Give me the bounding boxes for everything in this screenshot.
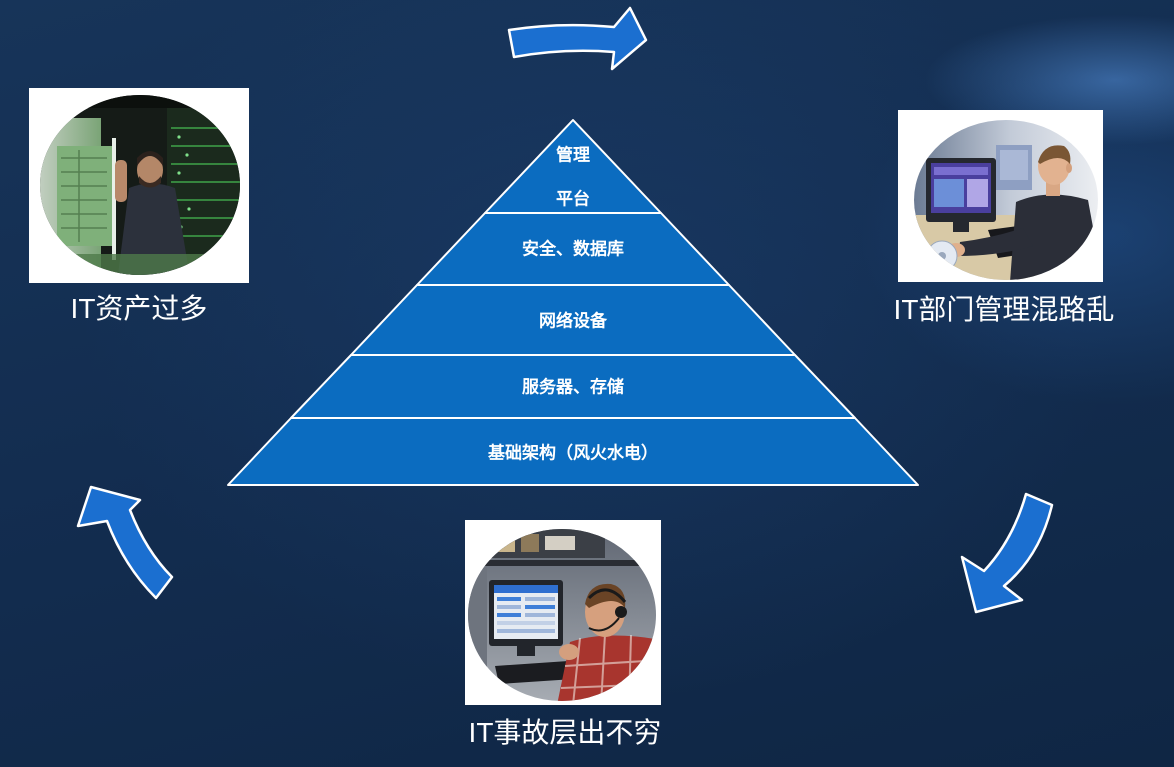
it-pyramid: 管理 平台 安全、数据库 网络设备 服务器、存储 基础架构（风火水电） (227, 119, 919, 486)
office-worker-image (914, 120, 1098, 280)
caption-too-many-assets: IT资产过多 (70, 293, 208, 324)
photo-office-worker (898, 110, 1103, 282)
incident-technician-image (468, 529, 656, 701)
cycle-arrow-top (507, 6, 648, 71)
pyramid-label-security-database: 安全、数据库 (522, 239, 624, 259)
pyramid-label-infrastructure: 基础架构（风火水电） (487, 443, 658, 463)
back-equipment (996, 145, 1032, 190)
monitor (489, 580, 563, 656)
circuit-board-panel (40, 118, 116, 268)
monitor (926, 158, 996, 232)
caption-frequent-incidents: IT事故层出不穷 (468, 717, 662, 748)
pyramid-label-server-storage: 服务器、存储 (522, 377, 624, 397)
pyramid-label-platform-line2: 平台 (556, 189, 590, 209)
photo-server-room (29, 88, 249, 283)
cycle-arrow-left (76, 485, 174, 600)
photo-incident-technician (465, 520, 661, 705)
cables (40, 254, 240, 275)
pyramid-label-network: 网络设备 (539, 311, 608, 331)
cycle-arrow-right (960, 492, 1054, 614)
pyramid-label-platform-line1: 管理 (556, 145, 590, 165)
cd-disc (926, 240, 958, 272)
caption-chaotic-management: IT部门管理混路乱 (893, 294, 1115, 325)
server-room-image (40, 95, 240, 275)
pyramid-layer-infrastructure (227, 417, 919, 486)
